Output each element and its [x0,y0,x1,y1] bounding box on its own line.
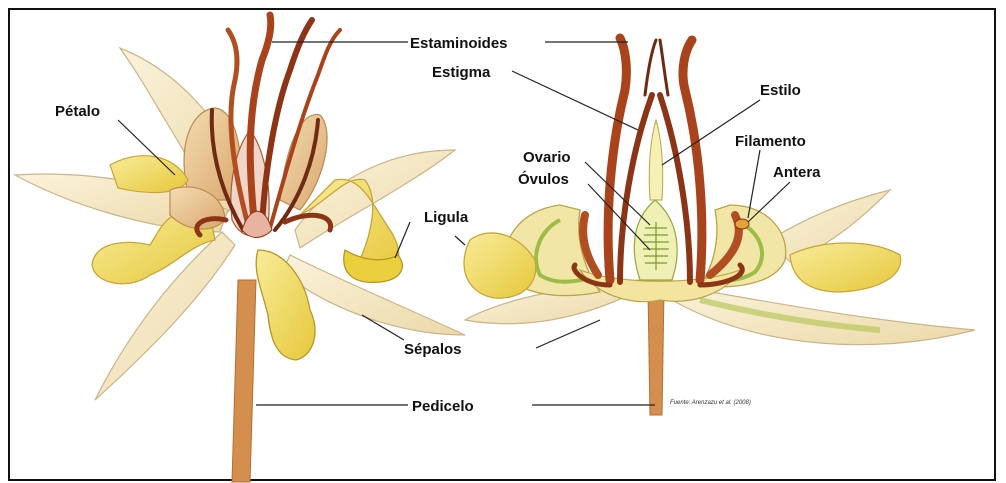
right-style [649,120,663,200]
label-estaminoides: Estaminoides [410,35,508,52]
label-ovario: Ovario [523,149,571,166]
label-ovulos: Óvulos [518,170,569,188]
right-yellow-right [790,243,901,292]
right-flower [464,38,975,415]
right-anther [735,219,749,229]
label-petalo: Pétalo [55,103,100,120]
label-estilo: Estilo [760,82,801,99]
left-flower [15,15,465,482]
left-pedicel [232,280,256,482]
label-pedicelo: Pedicelo [412,398,474,415]
left-petal-yellow-left [110,156,188,193]
label-ligula: Ligula [424,209,469,226]
label-antera: Antera [773,164,821,181]
label-estigma: Estigma [432,64,491,81]
right-pedicel [648,290,664,415]
label-sepalos: Sépalos [404,341,462,358]
right-sepal-right-long [670,285,975,345]
label-filamento: Filamento [735,133,806,150]
source-note: Fuente: Arenzazu et al. (2008) [670,400,751,406]
